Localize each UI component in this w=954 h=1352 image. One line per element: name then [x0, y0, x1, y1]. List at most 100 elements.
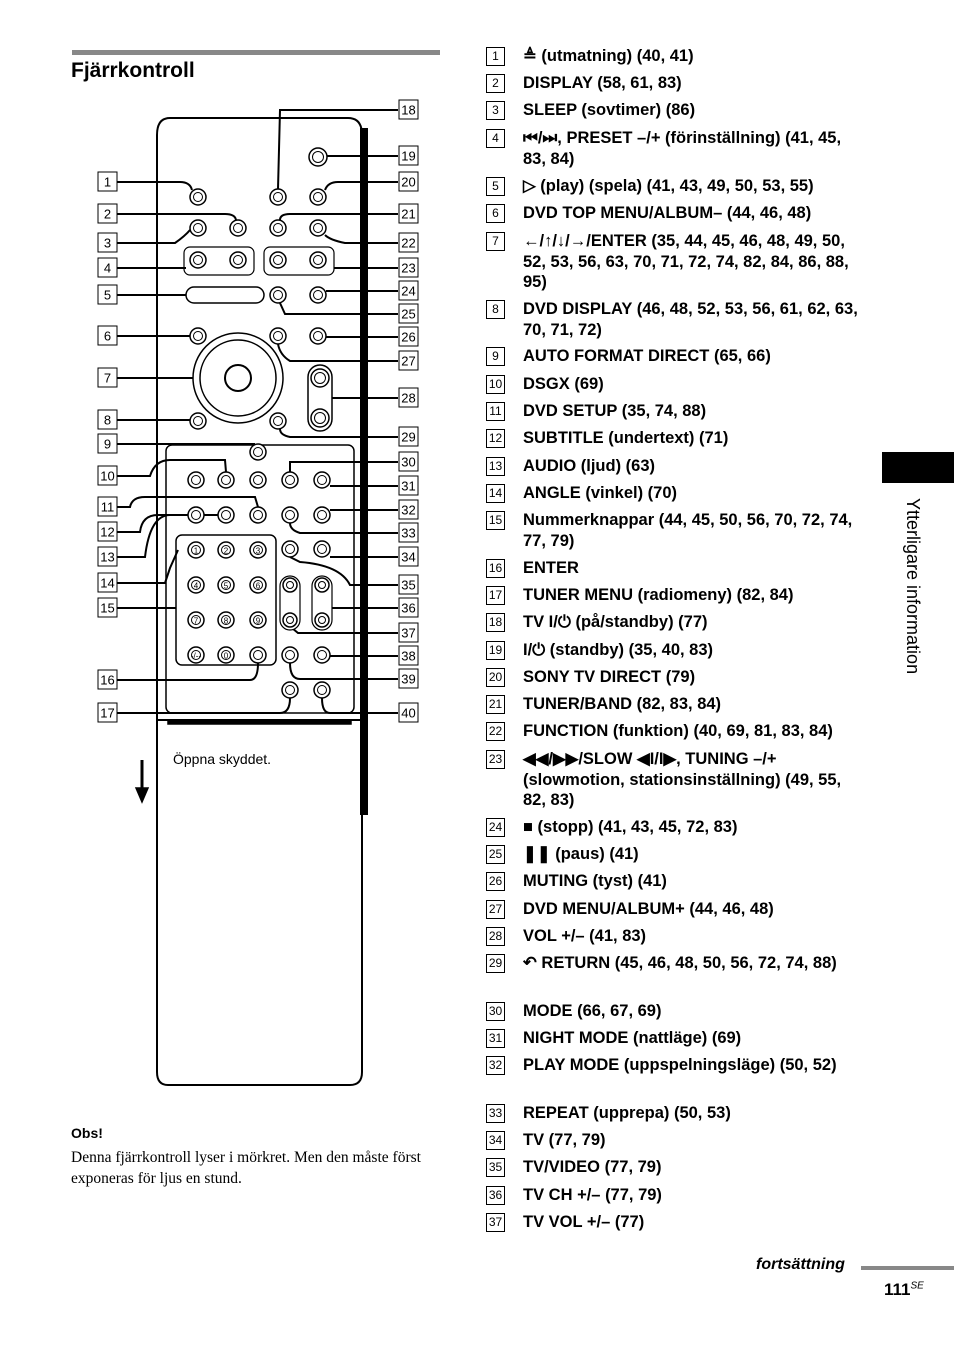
legend-item: 24■ (stopp) (41, 43, 45, 72, 83): [486, 817, 866, 838]
page-number-value: 111: [884, 1280, 911, 1299]
callout-box: [97, 171, 118, 192]
remote-button-ring: [193, 416, 203, 426]
callout-box: [398, 99, 419, 120]
remote-button: [269, 219, 287, 237]
page-title: Fjärrkontroll: [71, 59, 195, 82]
remote-button-ring: [193, 223, 203, 233]
callout-box: [398, 451, 419, 472]
legend-number: 32: [486, 1056, 505, 1075]
legend-number: 31: [486, 1029, 505, 1048]
callout-leader: [117, 181, 193, 191]
remote-button-ring: [253, 510, 263, 520]
legend-number: 15: [486, 511, 505, 530]
remote-button-ring: [191, 475, 201, 485]
legend-item: 7←/↑/↓/→/ENTER (35, 44, 45, 46, 48, 49, …: [486, 231, 866, 293]
callout-leader: [117, 496, 259, 508]
power-button: [308, 147, 328, 167]
callout-box: [398, 257, 419, 278]
remote-button: [313, 681, 331, 699]
callout-number: 28: [401, 391, 415, 406]
cover-caption: Öppna skyddet.: [173, 751, 272, 767]
remote-button: [313, 540, 331, 558]
vol-up-button-ring: [314, 372, 326, 384]
callout-number: 14: [100, 576, 114, 591]
callout-box: [398, 622, 419, 643]
legend-item: 1≜ (utmatning) (40, 41): [486, 46, 866, 67]
callout-number: 33: [401, 526, 415, 541]
legend-text: DVD DISPLAY (46, 48, 52, 53, 56, 61, 62,…: [523, 300, 858, 339]
legend-item: 29↶ RETURN (45, 46, 48, 50, 56, 72, 74, …: [486, 953, 866, 974]
keypad-label: 5: [224, 582, 229, 591]
callout-number: 10: [100, 469, 114, 484]
callout-box: [398, 303, 419, 324]
legend-text: TV (77, 79): [523, 1131, 606, 1149]
keypad-button: [187, 576, 205, 594]
callout-leader: [277, 343, 398, 362]
callout-number: 21: [401, 207, 415, 222]
legend-text: DVD MENU/ALBUM+ (44, 46, 48): [523, 900, 774, 918]
callout-number: 29: [401, 430, 415, 445]
preset-group: [183, 246, 255, 276]
legend-number: 21: [486, 695, 505, 714]
remote-button-ring: [317, 685, 327, 695]
callout-number: 5: [104, 288, 111, 303]
section-side-label: Ytterligare information: [903, 498, 923, 675]
keypad-button-ring: [221, 650, 231, 660]
callout-leader: [289, 662, 398, 680]
vol-up-button: [310, 368, 330, 388]
callout-number: 31: [401, 479, 415, 494]
tv-vol-down-button: [282, 612, 298, 628]
callout-box: [398, 280, 419, 301]
remote-button: [281, 471, 299, 489]
legend-number: 2: [486, 74, 505, 93]
legend-text: DISPLAY (58, 61, 83): [523, 74, 682, 92]
remote-button-ring: [273, 290, 283, 300]
remote-button: [269, 251, 287, 269]
legend-number: 27: [486, 900, 505, 919]
enter-button: [224, 364, 252, 392]
section-tab: [882, 452, 954, 483]
continuation-note: fortsättning: [756, 1256, 845, 1273]
legend-number: 12: [486, 429, 505, 448]
keypad-frame: [175, 534, 277, 666]
legend-text: AUDIO (ljud) (63): [523, 457, 655, 475]
callout-leader: [117, 549, 179, 584]
callout-number: 26: [401, 330, 415, 345]
legend-text: I/⏻ (standby) (35, 40, 83): [523, 641, 714, 659]
keypad-button-ring: [253, 545, 263, 555]
callout-box: [398, 475, 419, 496]
tv-ch-down-button-ring: [318, 616, 326, 624]
callout-box: [97, 433, 118, 454]
remote-button-ring: [193, 255, 203, 265]
keypad-button-ring: [191, 545, 201, 555]
callout-number: 22: [401, 236, 415, 251]
callout-number: 7: [104, 371, 111, 386]
callout-leader: [324, 234, 398, 244]
remote-button-ring: [221, 475, 231, 485]
legend-text: DVD SETUP (35, 74, 88): [523, 402, 707, 420]
callout-number: 17: [100, 706, 114, 721]
callout-leader: [289, 556, 398, 586]
legend-number: 34: [486, 1131, 505, 1150]
callout-number: 9: [104, 437, 111, 452]
callout-leader: [291, 627, 398, 634]
keypad-label: -/--: [191, 652, 202, 661]
enter-key-button-ring: [253, 650, 263, 660]
callout-box: [398, 426, 419, 447]
keypad-label: 1: [194, 547, 199, 556]
remote-button: [187, 506, 205, 524]
tv-ch-up-button-ring: [318, 581, 326, 589]
callout-leader: [289, 461, 398, 472]
legend-number: 5: [486, 177, 505, 196]
legend-text: TV/VIDEO (77, 79): [523, 1158, 662, 1176]
callout-number: 12: [100, 525, 114, 540]
callout-leader: [117, 662, 259, 681]
remote-cover: [156, 719, 363, 1086]
remote-button: [249, 471, 267, 489]
